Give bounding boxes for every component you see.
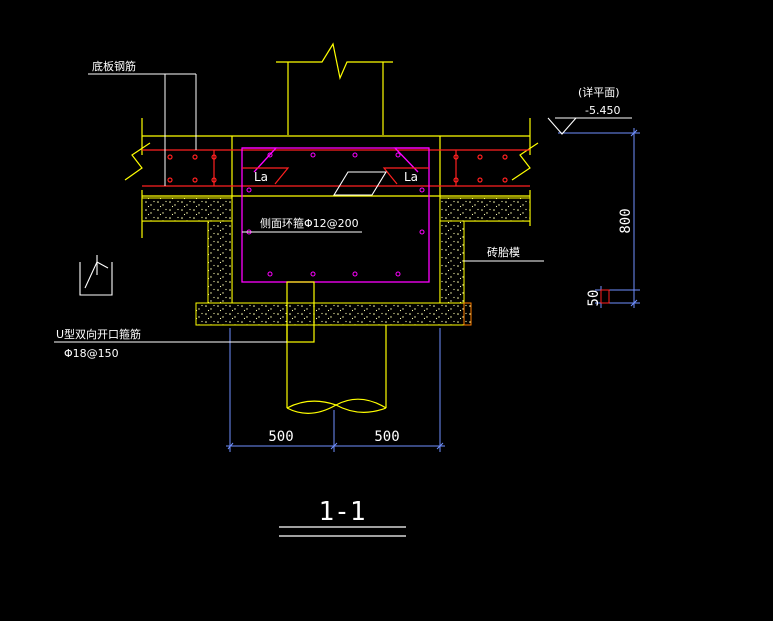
- dim-left-half: 500: [268, 429, 293, 445]
- elevation-marker: [547, 117, 632, 135]
- label-u-bar-spec: Φ18@150: [64, 347, 119, 360]
- la-label-right: La: [404, 170, 418, 184]
- la-label-left: La: [254, 170, 268, 184]
- label-brick-mold: 砖胎模: [487, 245, 520, 259]
- label-bottom-slab-rebar: 底板钢筋: [92, 59, 136, 73]
- elevation-value: -5.450: [585, 104, 620, 117]
- dim-cushion: 50: [586, 290, 602, 307]
- dim-height: 800: [618, 208, 634, 233]
- cushion-layers: [141, 197, 531, 326]
- break-lines: [124, 142, 539, 181]
- dimension-lines: [226, 128, 640, 452]
- elevation-note: (详平面): [578, 85, 620, 99]
- anchorage-marks: [242, 167, 429, 185]
- diamond-symbol: [333, 171, 387, 196]
- slab-rebars: [142, 149, 530, 187]
- column-above: [276, 42, 393, 135]
- section-title: 1-1: [319, 497, 366, 527]
- u-bar-symbol: [54, 255, 287, 343]
- pile: [286, 281, 387, 414]
- stirrup-cage: [241, 147, 430, 283]
- leader-slab-rebar: [88, 73, 197, 186]
- label-u-bar: U型双向开口箍筋: [56, 327, 141, 341]
- dim-right-half: 500: [374, 429, 399, 445]
- dimension-tick-marker: [600, 289, 610, 304]
- label-side-stirrup: 侧面环箍Φ12@200: [260, 216, 359, 230]
